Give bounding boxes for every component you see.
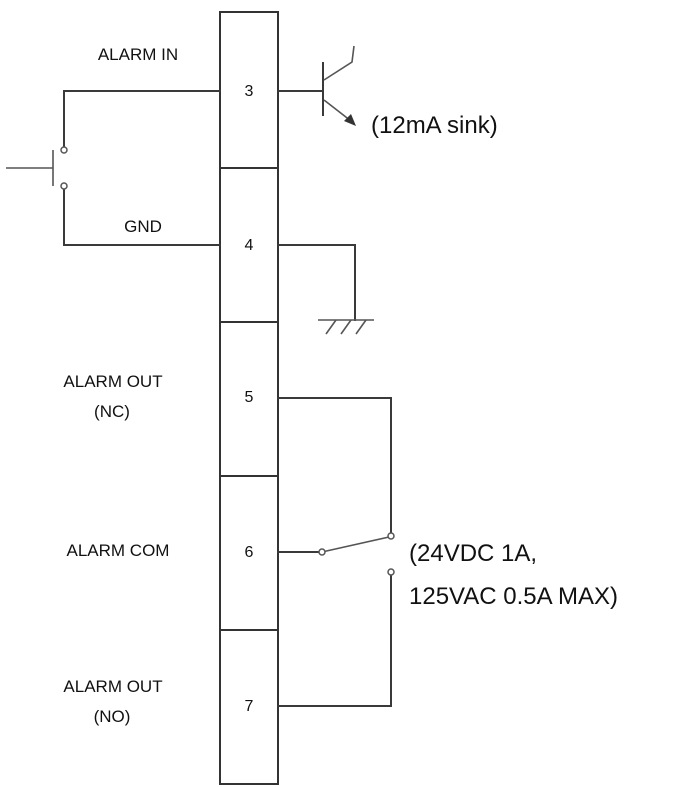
label-alarm-out-nc-line1: ALARM OUT (63, 372, 162, 391)
label-alarm-in: ALARM IN (98, 45, 178, 64)
label-alarm-com: ALARM COM (67, 541, 170, 560)
wire-no (277, 571, 392, 707)
terminal-cell-3 (219, 11, 279, 169)
label-alarm-out-nc-line2: (NC) (94, 402, 130, 421)
note-sink-current: (12mA sink) (371, 112, 498, 139)
alarm-input-switch (6, 90, 221, 246)
relay-contact-com (318, 548, 326, 556)
transistor-emitter (323, 99, 352, 122)
transistor-collector (323, 45, 355, 81)
ground-icon (277, 244, 374, 335)
pin-number-3: 3 (245, 83, 254, 100)
pin-number-5: 5 (245, 389, 254, 406)
wire-alarm-in (63, 90, 221, 151)
wire-gnd (63, 185, 221, 246)
note-relay-rating-line2: 125VAC 0.5A MAX) (409, 583, 618, 610)
pin-number-6: 6 (245, 544, 254, 561)
switch-contact-bottom (60, 182, 68, 190)
transistor-symbol (277, 45, 356, 126)
relay-contact-no (387, 568, 395, 576)
terminal-cell-4 (219, 167, 279, 323)
label-gnd: GND (124, 217, 162, 236)
terminal-cell-7 (219, 629, 279, 785)
label-alarm-out-no-line1: ALARM OUT (63, 677, 162, 696)
wire-ground (277, 244, 356, 321)
ground-hatch-2 (340, 319, 352, 335)
pin-number-7: 7 (245, 698, 254, 715)
ground-hatch-1 (325, 319, 337, 335)
terminal-block: 3 4 5 6 7 (219, 11, 279, 785)
relay-contact-nc (387, 532, 395, 540)
pin-number-4: 4 (245, 237, 254, 254)
label-alarm-out-no-line2: (NO) (94, 707, 131, 726)
relay-output-switch (277, 397, 395, 707)
wire-nc (277, 397, 392, 537)
note-relay-rating-line1: (24VDC 1A, (409, 540, 537, 567)
transistor-emitter-arrow (344, 114, 356, 126)
ground-hatch-3 (355, 319, 367, 335)
pin-labels: ALARM IN GND ALARM OUT (NC) ALARM COM AL… (63, 45, 178, 726)
relay-arm (321, 536, 390, 553)
switch-contact-top (60, 146, 68, 154)
